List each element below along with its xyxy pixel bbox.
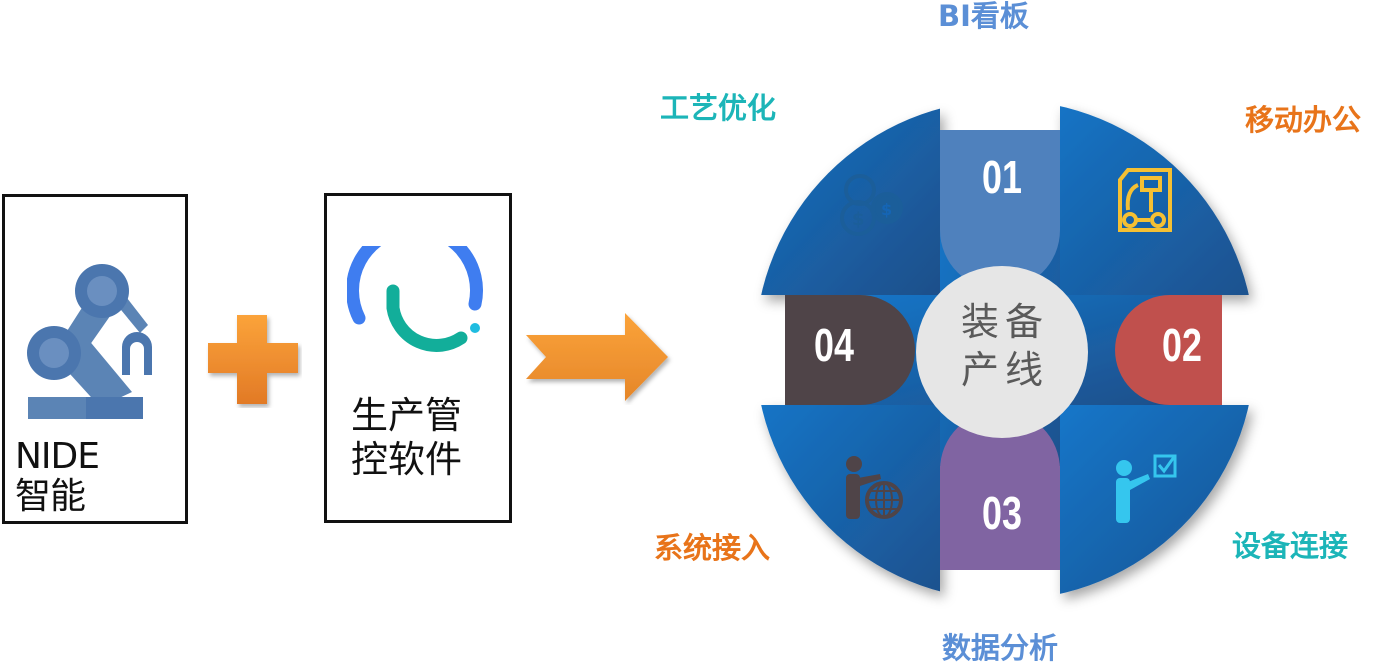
nide-label: NIDE 智能 [15, 436, 100, 517]
center-label: 装备 产线 [960, 300, 1049, 392]
coins-icon: $ $ [840, 174, 903, 236]
nide-card: NIDE 智能 [2, 194, 188, 524]
label-system-access: 系统接入 [654, 531, 771, 565]
plus-icon [208, 315, 298, 404]
software-logo-icon [347, 246, 484, 352]
software-card: 生产管 控软件 [324, 193, 512, 523]
arrow-right-icon [526, 313, 668, 401]
robot-arm-icon [27, 264, 152, 419]
segment-04 [785, 295, 915, 405]
svg-text:$: $ [852, 209, 865, 230]
segment-number-04: 04 [814, 319, 854, 371]
label-data-analysis: 数据分析 [942, 631, 1059, 665]
presenter-checkbox-icon [1116, 454, 1177, 523]
svg-text:$: $ [881, 200, 892, 219]
label-bi-board: BI看板 [938, 0, 1029, 33]
segment-number-01: 01 [982, 151, 1022, 203]
wheel-diagram: $ $ [755, 100, 1255, 600]
segment-02 [1115, 295, 1222, 405]
presenter-globe-icon [846, 456, 903, 519]
center-circle [916, 266, 1088, 438]
label-mobile-office: 移动办公 [1245, 103, 1362, 137]
software-label: 生产管 控软件 [351, 394, 462, 481]
segment-number-03: 03 [982, 487, 1022, 539]
segment-number-02: 02 [1162, 319, 1202, 371]
label-process-optimization: 工艺优化 [660, 91, 777, 125]
segment-01 [940, 130, 1060, 290]
label-device-connection: 设备连接 [1232, 529, 1349, 563]
workflow-document-icon [1118, 168, 1172, 232]
